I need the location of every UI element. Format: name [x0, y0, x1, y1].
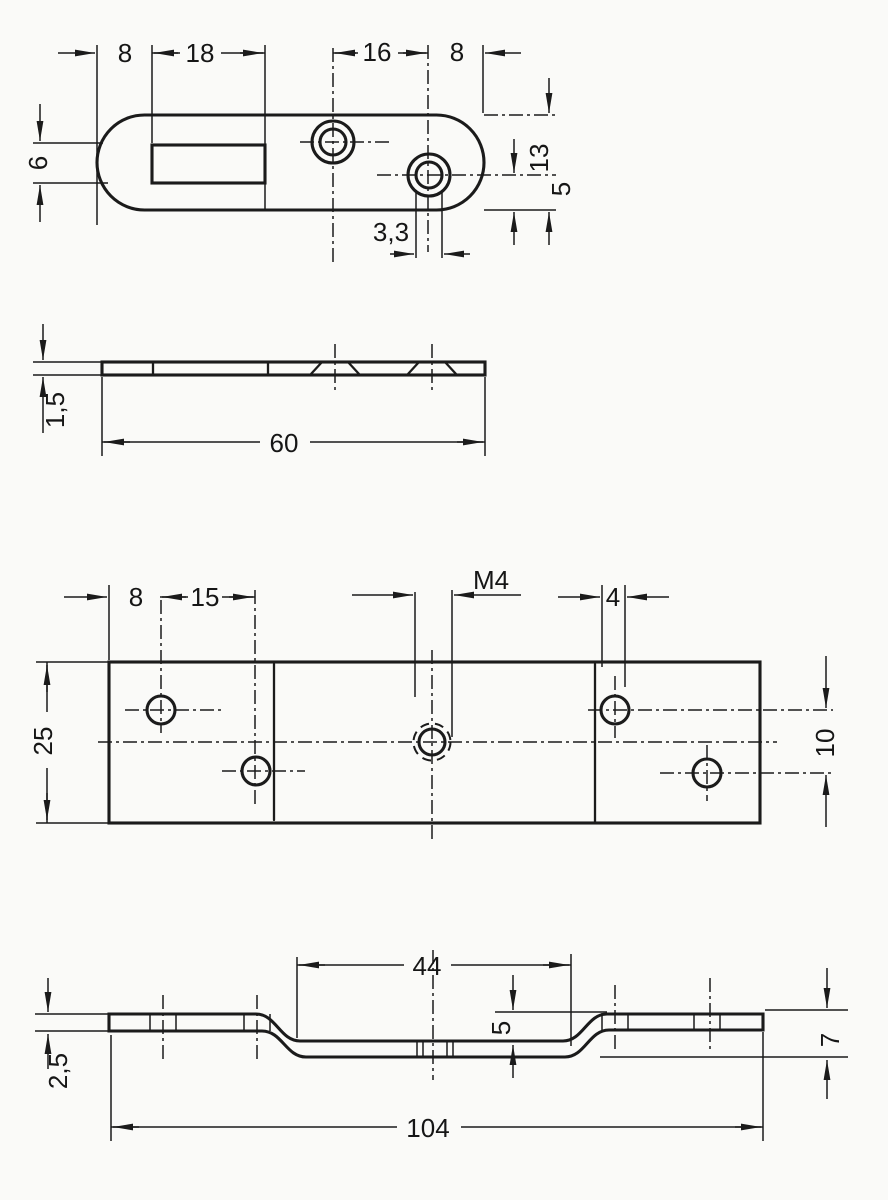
part1-outline — [95, 113, 486, 212]
part1-section-outline — [100, 360, 487, 377]
countersink-line — [346, 360, 361, 376]
part2-section-outline — [107, 1012, 765, 1059]
dim-p2-hole-offset: 10 — [810, 729, 840, 758]
dim-p2-thread: M4 — [473, 565, 509, 595]
dim-p1-slot-width: 6 — [23, 156, 53, 170]
countersink-line — [406, 360, 421, 376]
view-part1-top: 8 18 16 8 6 13 5 3,3 — [23, 37, 576, 265]
dim-p1-hole-dia: 3,3 — [373, 217, 409, 247]
dim-p1-hole-spacing: 16 — [363, 37, 392, 67]
view-part2-top: 25 8 15 M4 4 10 — [28, 565, 840, 840]
dim-p2-width: 25 — [28, 727, 58, 756]
dim-p1-offset-right: 8 — [450, 37, 464, 67]
countersink-line — [309, 360, 324, 376]
dim-p2-height: 7 — [815, 1033, 845, 1047]
dim-p1-slot-len: 18 — [186, 38, 215, 68]
part1-slot — [150, 143, 267, 185]
view-part2-side: 44 5 7 2,5 104 — [35, 950, 848, 1143]
view-part1-side: 1,5 60 — [33, 324, 487, 458]
dim-p1-length: 60 — [270, 428, 299, 458]
dim-p2-hole-spacing: 15 — [191, 582, 220, 612]
dim-p1-width: 13 — [524, 144, 554, 173]
dim-p1-hole-edge: 5 — [546, 182, 576, 196]
dim-p2-length: 104 — [406, 1113, 449, 1143]
dim-p2-offset-left: 8 — [129, 582, 143, 612]
countersink-line — [443, 360, 458, 376]
dim-p2-thickness: 2,5 — [43, 1053, 73, 1089]
dim-p2-mid-len: 44 — [413, 951, 442, 981]
dim-p2-hole-dia: 4 — [606, 582, 620, 612]
dim-p1-thickness: 1,5 — [40, 392, 70, 428]
dim-p1-offset-left: 8 — [118, 38, 132, 68]
dim-p2-offset-depth: 5 — [486, 1021, 516, 1035]
